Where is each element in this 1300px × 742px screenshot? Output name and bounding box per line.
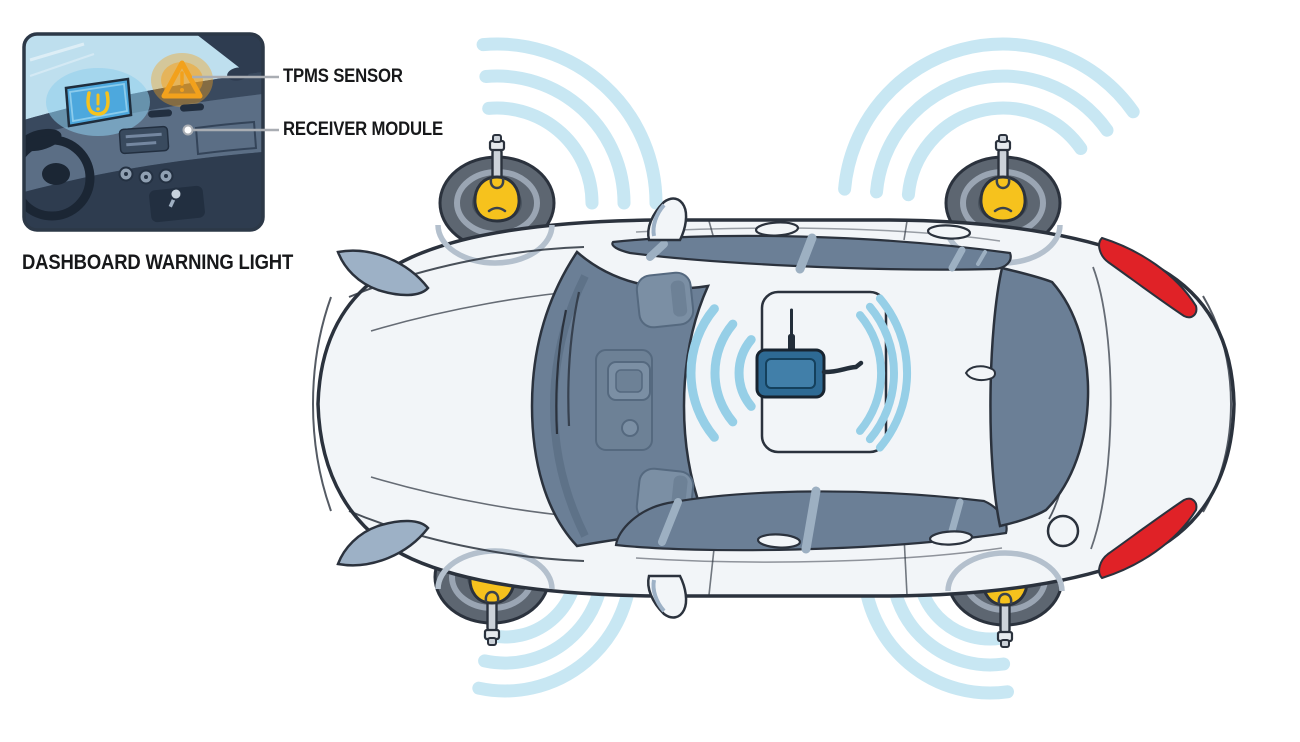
trunk-release-icon (964, 365, 996, 382)
antenna-base (788, 334, 795, 352)
leader-dot (182, 124, 194, 136)
radio-unit (118, 125, 170, 155)
headlight-bottom (336, 519, 430, 567)
rear-window (989, 266, 1090, 528)
center-stack (118, 67, 258, 223)
taillight-bottom (1098, 497, 1198, 580)
tpms-warning-icon (86, 91, 110, 116)
headlight-top (336, 249, 430, 297)
radio-waves-receiver-left (686, 304, 756, 442)
wiper-icon (567, 291, 581, 427)
dashboard-warning-light-label: DASHBOARD WARNING LIGHT (22, 251, 294, 274)
radio-waves-rear-top (838, 37, 1140, 202)
tpms-sensor-label: TPMS SENSOR (283, 66, 403, 87)
glovebox-seam (194, 120, 258, 156)
center-console (595, 349, 653, 451)
side-mirror-top (647, 197, 688, 242)
receiver-module (755, 308, 864, 399)
steering-wheel (24, 128, 95, 221)
seat-top (635, 271, 695, 329)
side-mirror-bottom (647, 574, 688, 619)
leader-lines (182, 75, 279, 136)
dashboard-inset (22, 32, 265, 232)
side-windows-top (611, 234, 1012, 271)
warning-triangle-icon (151, 53, 213, 107)
wiper-icon (555, 309, 568, 435)
air-vent (180, 103, 205, 112)
module-cable (821, 360, 864, 375)
car-top-view (311, 197, 1236, 619)
mirror-glass (651, 579, 666, 613)
inset-border (22, 32, 265, 232)
fuel-cap (1046, 514, 1080, 548)
air-vent (148, 109, 173, 118)
mirror-glass (651, 203, 666, 237)
radio-waves-receiver-right (856, 294, 911, 452)
pillars-bottom (658, 486, 964, 554)
receiver-module-label: RECEIVER MODULE (283, 119, 443, 140)
infotainment-screen (46, 68, 150, 136)
radio-waves-front-top (476, 37, 663, 210)
gear-shifter (149, 185, 205, 223)
climate-knobs (118, 166, 174, 185)
door-handles (754, 221, 974, 549)
pillars-top (646, 233, 987, 274)
taillight-top (1098, 236, 1198, 319)
